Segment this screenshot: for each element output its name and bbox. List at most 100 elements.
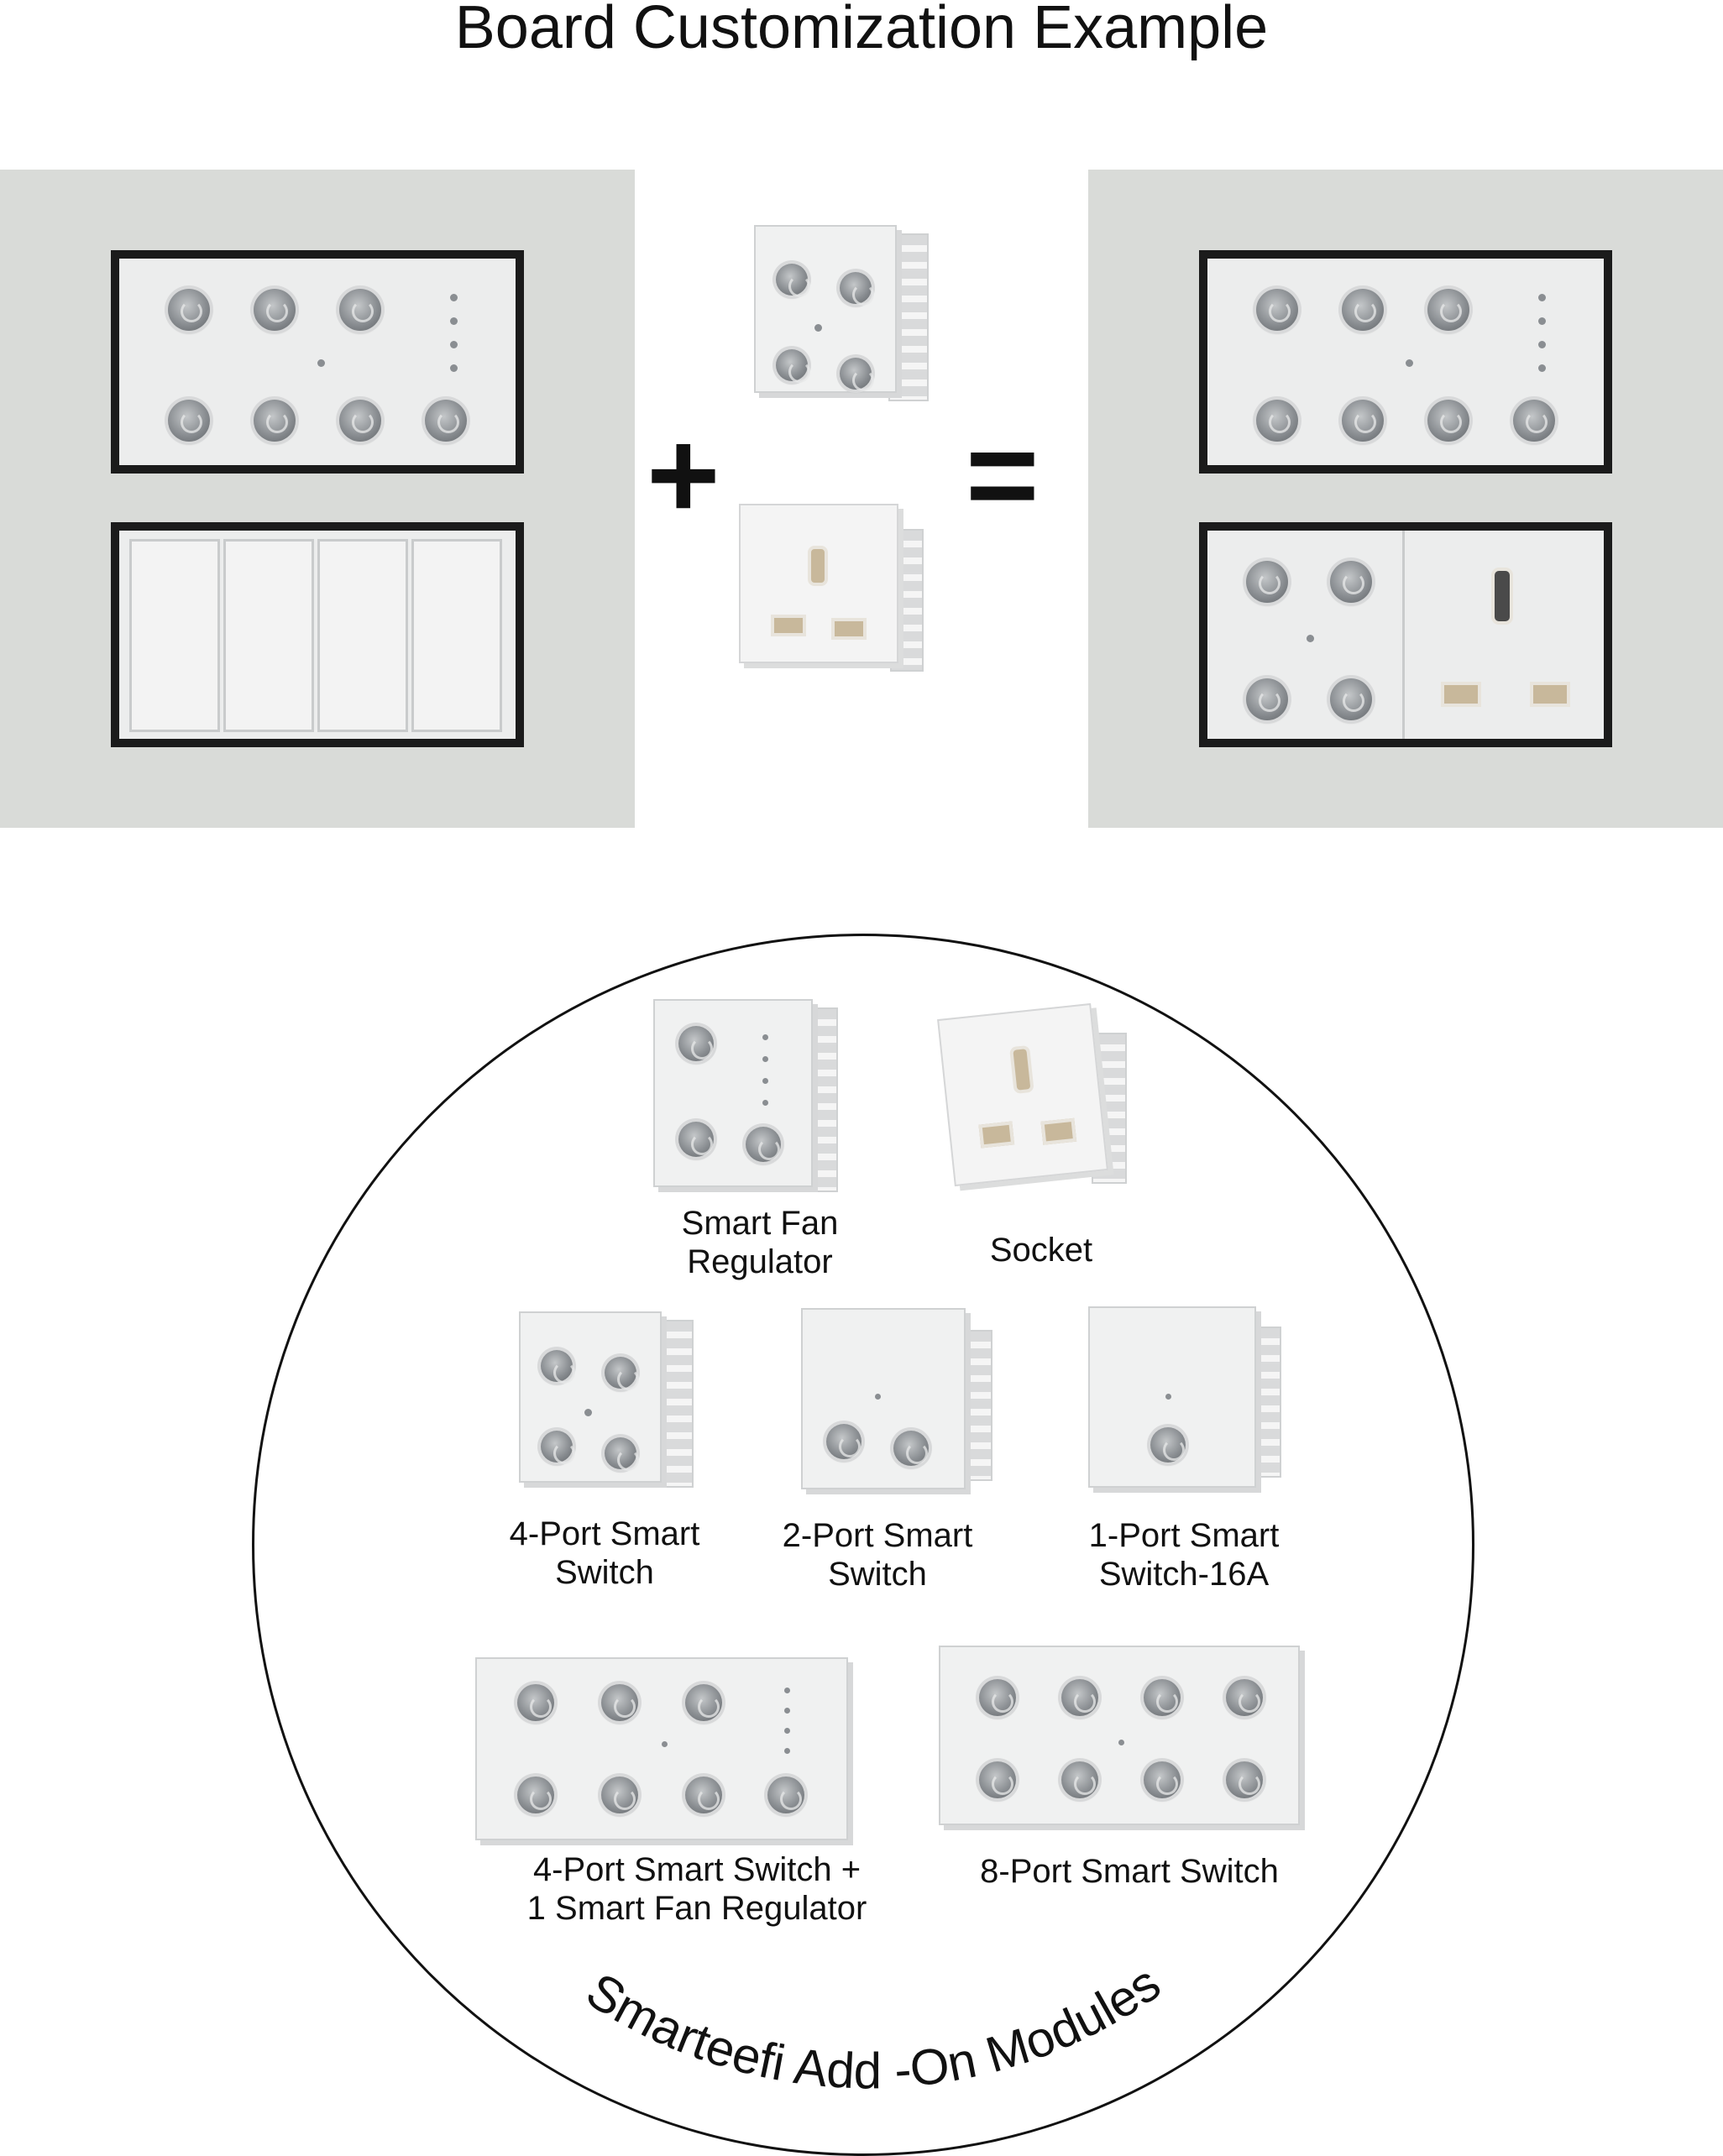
fan-regulator-module	[653, 999, 846, 1197]
two-port-module	[801, 1308, 994, 1499]
plate-divider	[1402, 531, 1405, 739]
smart-switch-plate-before	[111, 250, 524, 474]
indicator-led	[762, 1056, 768, 1062]
smart-switch-plate-after	[1199, 250, 1612, 474]
indicator-led	[762, 1034, 768, 1040]
four-port-fan-module	[475, 1657, 848, 1840]
label-eight-port: 8-Port Smart Switch	[980, 1853, 1279, 1890]
fan-down-button-icon	[339, 400, 381, 442]
power-button-icon	[1256, 289, 1298, 331]
rocker-switch	[223, 539, 314, 732]
socket-earth-pin	[1008, 1044, 1034, 1095]
module-fins	[1251, 1327, 1281, 1478]
socket-earth-pin	[1491, 568, 1513, 625]
status-led	[814, 324, 822, 332]
socket-pin	[1530, 682, 1570, 707]
rocker-switch	[411, 539, 502, 732]
power-button-icon	[1226, 1679, 1263, 1716]
fan-down-button-icon	[685, 1777, 722, 1813]
power-button-icon	[1144, 1679, 1181, 1716]
status-led	[584, 1409, 592, 1416]
indicator-led	[784, 1708, 790, 1714]
socket-pin	[1040, 1117, 1077, 1145]
socket-earth-pin	[808, 546, 828, 586]
four-port-module-add	[754, 225, 939, 410]
power-button-icon	[254, 400, 296, 442]
fan-up-button-icon	[339, 289, 381, 331]
power-button-icon	[541, 1431, 575, 1464]
power-button-icon	[517, 1684, 554, 1721]
power-button-icon	[168, 400, 210, 442]
indicator-led	[762, 1100, 768, 1106]
power-button-icon	[776, 349, 810, 383]
power-button-icon	[1342, 289, 1384, 331]
indicator-led	[450, 317, 458, 325]
indicator-led	[1538, 364, 1546, 372]
power-button-icon	[601, 1777, 638, 1813]
power-button-icon	[979, 1679, 1016, 1716]
power-button-icon	[1150, 1427, 1186, 1463]
fan-up-button-icon	[1427, 289, 1469, 331]
status-led	[662, 1741, 668, 1747]
socket-pin	[831, 618, 867, 640]
power-button-icon	[1256, 400, 1298, 442]
indicator-led	[1538, 341, 1546, 348]
fan-button-icon	[767, 1777, 804, 1813]
label-socket: Socket	[989, 1232, 1093, 1269]
fan-down-button-icon	[678, 1122, 714, 1157]
rocker-switch-plate	[111, 522, 524, 747]
fan-button-icon	[425, 400, 467, 442]
socket-pin	[1441, 682, 1481, 707]
power-button-icon	[1342, 400, 1384, 442]
power-button-icon	[1246, 678, 1288, 720]
power-button-icon	[168, 289, 210, 331]
power-button-icon	[840, 358, 874, 391]
power-button-icon	[1226, 1761, 1263, 1798]
plus-sign: +	[647, 404, 720, 545]
power-button-icon	[893, 1431, 929, 1466]
power-button-icon	[1330, 561, 1372, 603]
fan-button-icon	[678, 1026, 714, 1061]
power-button-icon	[776, 264, 810, 297]
power-button-icon	[1061, 1761, 1098, 1798]
combo-plate	[1199, 522, 1612, 747]
rocker-switch	[129, 539, 220, 732]
power-button-icon	[826, 1424, 862, 1459]
status-led	[1406, 359, 1413, 367]
eight-port-module	[939, 1646, 1300, 1825]
status-led	[1118, 1740, 1124, 1745]
one-port-module	[1088, 1306, 1281, 1499]
status-led	[317, 359, 325, 367]
indicator-led	[450, 341, 458, 348]
power-button-icon	[1144, 1761, 1181, 1798]
indicator-led	[450, 294, 458, 301]
power-button-icon	[601, 1684, 638, 1721]
rocker-switch	[317, 539, 408, 732]
indicator-led	[784, 1728, 790, 1734]
power-button-icon	[1330, 678, 1372, 720]
indicator-led	[762, 1078, 768, 1084]
indicator-led	[1538, 317, 1546, 325]
indicator-led	[1538, 294, 1546, 301]
page-title: Board Customization Example	[454, 0, 1269, 61]
power-button-icon	[517, 1777, 554, 1813]
socket-pin	[771, 615, 806, 636]
circle-caption-arc: Smarteefi Add -On Modules	[577, 1955, 1170, 2099]
socket-module-add	[739, 504, 932, 697]
socket-pin	[978, 1121, 1015, 1149]
power-button-icon	[254, 289, 296, 331]
status-led	[875, 1394, 881, 1400]
label-four-port-fan: 4-Port Smart Switch +1 Smart Fan Regulat…	[526, 1851, 867, 1927]
board-before	[0, 170, 635, 828]
power-button-icon	[840, 272, 874, 306]
power-button-icon	[979, 1761, 1016, 1798]
board-after	[1088, 170, 1723, 828]
power-button-icon	[605, 1437, 639, 1471]
fan-up-button-icon	[746, 1127, 781, 1162]
status-led	[1307, 635, 1314, 642]
indicator-led	[784, 1748, 790, 1754]
